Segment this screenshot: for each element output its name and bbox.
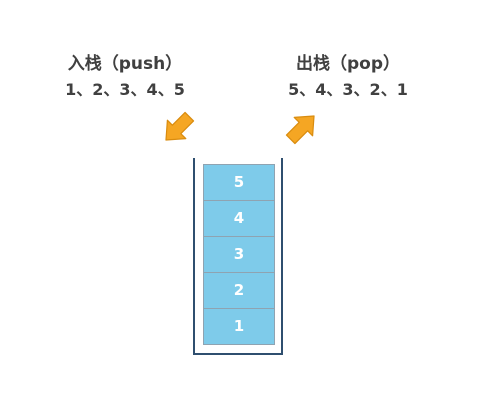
- push-title: 入栈（push）: [67, 54, 183, 74]
- stack-block: 2: [203, 272, 275, 309]
- pop-title: 出栈（pop）: [295, 54, 401, 74]
- stack-block: 1: [203, 308, 275, 345]
- pop-order: 5、4、3、2、1: [288, 80, 408, 99]
- stack-block: 3: [203, 236, 275, 273]
- pop-arrow-icon: [285, 115, 315, 145]
- stack-block: 4: [203, 200, 275, 237]
- push-order: 1、2、3、4、5: [65, 80, 185, 99]
- stack-blocks: 5 4 3 2 1: [203, 164, 275, 345]
- stack-block: 5: [203, 164, 275, 201]
- push-arrow-icon: [165, 111, 195, 141]
- stack-container: [193, 158, 283, 355]
